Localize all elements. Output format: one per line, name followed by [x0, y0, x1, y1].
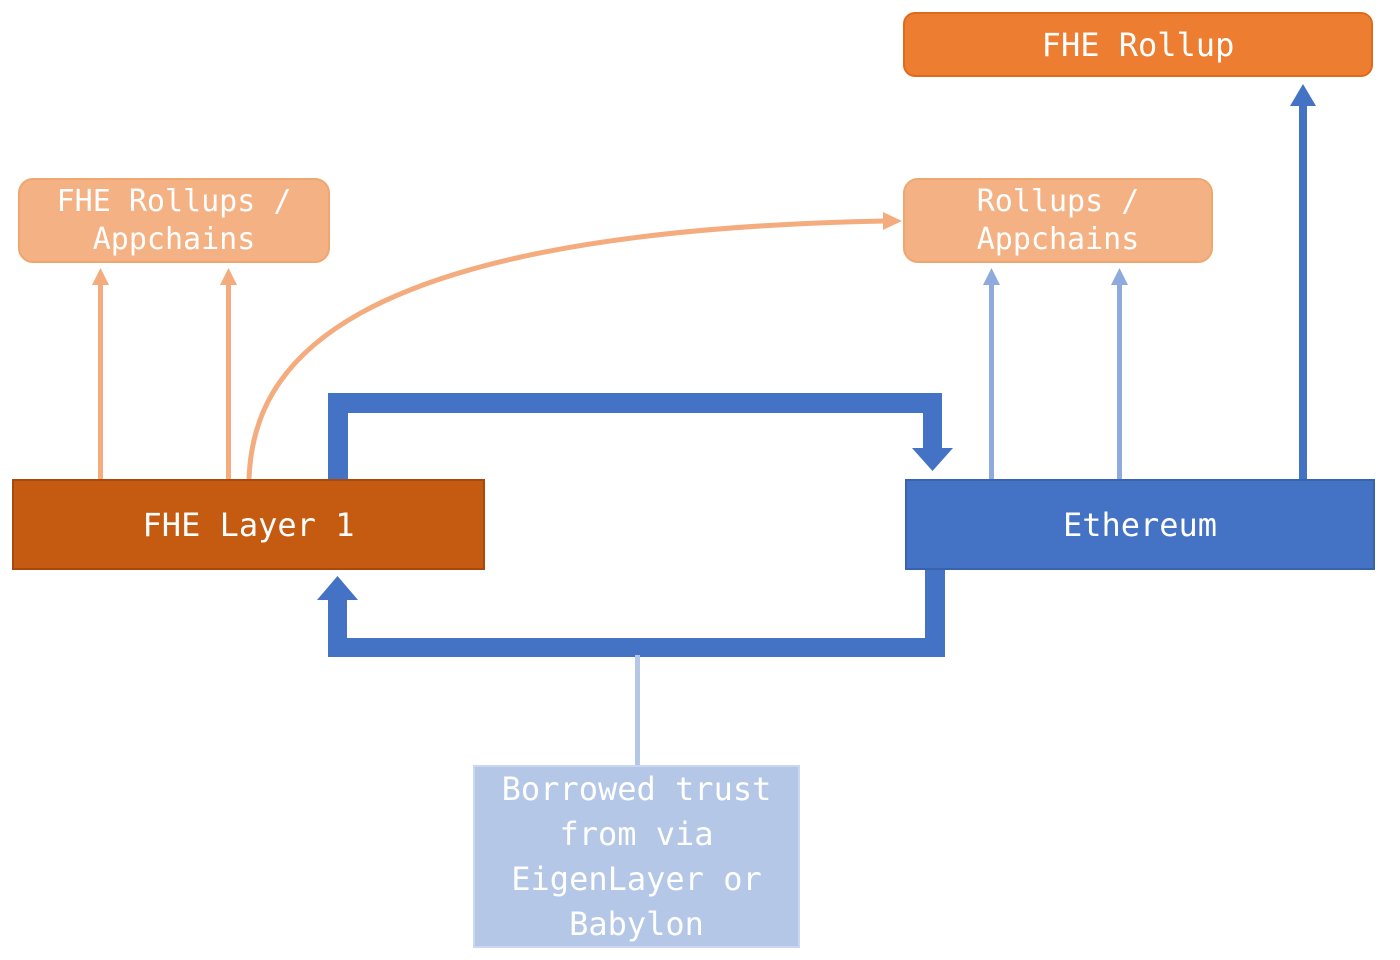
arrow-fhe-layer1-to-rollups-appchains [246, 212, 902, 480]
node-ethereum-label: Ethereum [1062, 505, 1218, 544]
arrow-fhe-layer1-to-fhe-rollups-left [92, 268, 109, 479]
node-borrowed-trust-line1: Borrowed trust [501, 769, 772, 808]
node-ethereum: Ethereum [905, 479, 1375, 570]
node-fhe-layer1-label: FHE Layer 1 [142, 505, 355, 544]
arrow-fhe-layer1-to-ethereum [328, 393, 953, 479]
node-borrowed-trust: Borrowed trust from via EigenLayer or Ba… [473, 765, 800, 948]
arrow-ethereum-to-rollups-left [983, 268, 1000, 479]
node-borrowed-trust-line3: EigenLayer or [511, 859, 762, 898]
node-borrowed-trust-line2: from via [559, 814, 714, 853]
node-borrowed-trust-line4: Babylon [569, 904, 704, 943]
node-rollups-appchains-line2: Appchains [976, 221, 1140, 257]
node-rollups-appchains-line1: Rollups / [976, 183, 1140, 219]
arrow-ethereum-to-rollups-right [1111, 268, 1128, 479]
node-fhe-rollup: FHE Rollup [903, 12, 1373, 77]
node-fhe-rollups-appchains-line2: Appchains [92, 221, 256, 257]
node-fhe-rollup-label: FHE Rollup [1041, 25, 1235, 64]
node-rollups-appchains: Rollups / Appchains [903, 178, 1213, 263]
node-fhe-layer1: FHE Layer 1 [12, 479, 485, 570]
node-fhe-rollups-appchains: FHE Rollups / Appchains [18, 178, 330, 263]
node-fhe-rollups-appchains-line1: FHE Rollups / [56, 183, 292, 219]
arrow-fhe-layer1-to-fhe-rollups-right [220, 268, 237, 479]
arrow-ethereum-to-fhe-rollup [1290, 84, 1316, 479]
connector-borrowed-trust [635, 655, 640, 767]
arrow-ethereum-to-fhe-layer1 [317, 570, 945, 657]
